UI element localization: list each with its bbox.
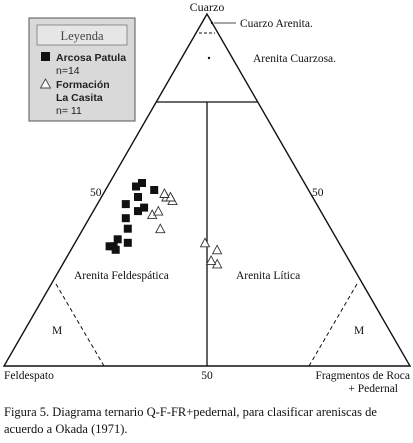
arcosa-patula-point <box>150 186 159 194</box>
matrix-boundary-right <box>308 283 358 367</box>
arcosa-patula-point <box>132 182 140 191</box>
legend-arcosa-n: n=14 <box>56 65 80 77</box>
arcosa-patula-point <box>111 245 120 254</box>
tick-left-50: 50 <box>90 187 102 199</box>
vertex-cuarzo-label: Cuarzo <box>190 0 225 14</box>
field-m-left: M <box>52 325 62 337</box>
formacion-la-casita-point <box>153 205 164 216</box>
figure-caption: Figura 5. Diagrama ternario Q-F-FR+peder… <box>4 405 377 436</box>
arcosa-patula-point <box>113 235 122 244</box>
field-cuarzo-arenita: Cuarzo Arenita. <box>240 18 313 30</box>
vertex-fragmentos-label-1: Fragmentos de Roca <box>315 370 410 382</box>
tick-bottom-50: 50 <box>201 370 213 382</box>
legend: Leyenda Arcosa Patula n=14 Formación La … <box>28 17 136 122</box>
formacion-la-casita-point <box>205 254 217 265</box>
arcosa-patula-point <box>123 238 132 247</box>
arcosa-patula-point <box>138 179 146 187</box>
legend-casita-name-1: Formación <box>56 79 110 91</box>
formacion-la-casita-point <box>155 223 166 234</box>
arenita-cuarzosa-dot <box>207 56 211 60</box>
arcosa-patula-point <box>121 214 130 223</box>
cuarzo-arenita-dot <box>210 21 214 25</box>
arcosa-patula-point <box>121 200 130 209</box>
formacion-la-casita-points <box>146 188 223 269</box>
legend-casita-n: n= 11 <box>56 105 82 117</box>
field-arenita-litica: Arenita Lítica <box>236 270 300 282</box>
arcosa-patula-point <box>134 207 142 216</box>
field-arenita-cuarzosa: Arenita Cuarzosa. <box>253 53 336 65</box>
formacion-la-casita-point <box>199 237 211 248</box>
arcosa-patula-points <box>105 179 159 254</box>
legend-casita-name-2: La Casita <box>56 92 103 104</box>
vertex-fragmentos-label-2: + Pedernal <box>348 383 398 395</box>
legend-title-frame <box>36 24 128 46</box>
legend-casita-marker <box>39 78 52 89</box>
field-m-right: M <box>354 325 364 337</box>
formacion-la-casita-point <box>211 244 223 255</box>
legend-arcosa-marker <box>41 52 50 61</box>
legend-arcosa-name: Arcosa Patula <box>56 52 126 64</box>
field-arenita-feldespatica: Arenita Feldespática <box>74 270 169 282</box>
formacion-la-casita-point <box>159 188 170 198</box>
arcosa-patula-point <box>123 224 132 233</box>
tick-right-50: 50 <box>312 187 324 199</box>
vertex-feldespato-label: Feldespato <box>4 370 54 382</box>
legend-title: Leyenda <box>60 29 103 43</box>
arcosa-patula-point <box>134 193 142 201</box>
arcosa-patula-point <box>140 203 149 212</box>
matrix-boundary-left <box>55 283 105 367</box>
arcosa-patula-point <box>105 242 114 251</box>
